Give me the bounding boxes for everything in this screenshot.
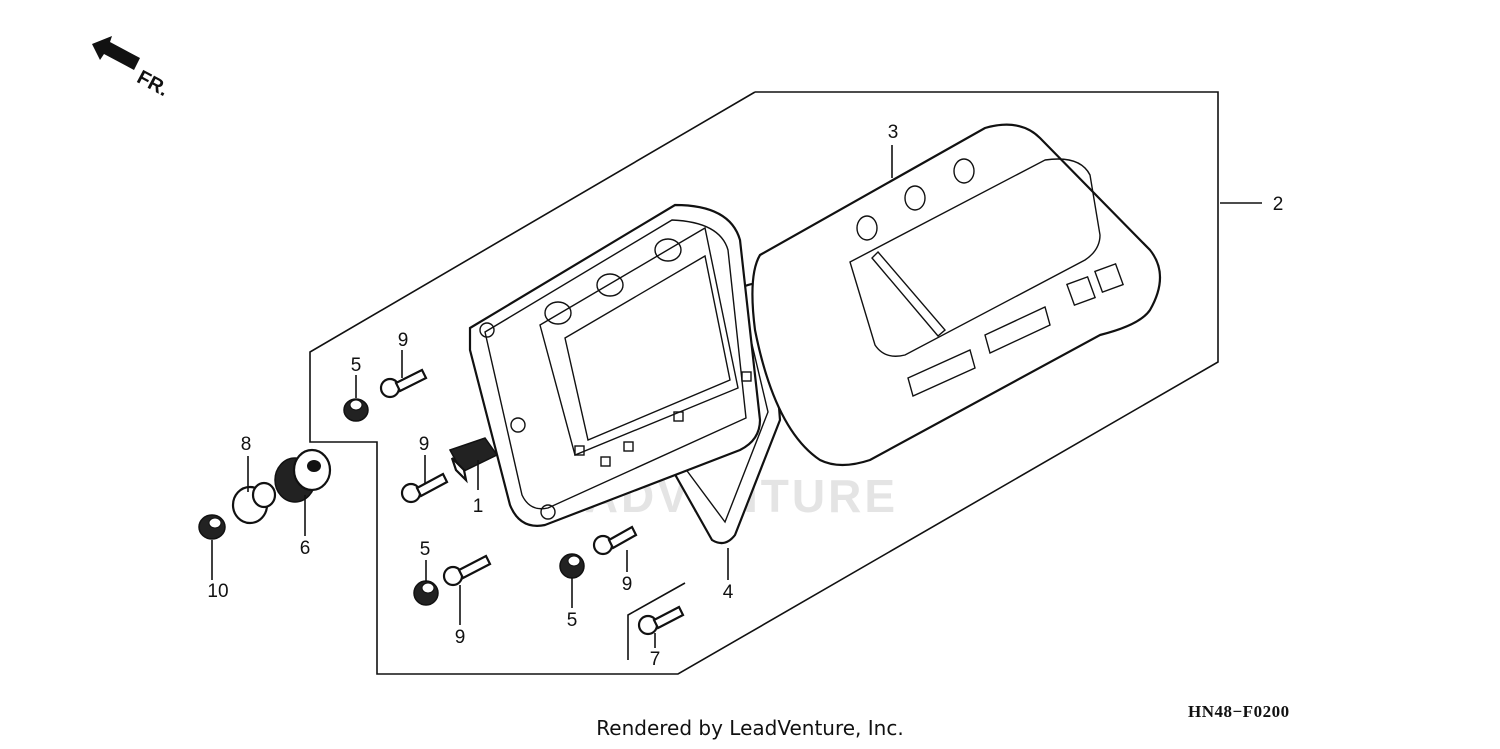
- screw-part-9-a: [379, 368, 428, 399]
- screw-part-9-c: [442, 554, 492, 587]
- screw-part-7: [627, 582, 686, 660]
- direction-label: FR.: [133, 66, 172, 101]
- callout-9-c: 9: [455, 627, 466, 648]
- leader-lines: [211, 145, 1262, 648]
- nut-part-5-top: [343, 398, 369, 422]
- callout-3: 3: [888, 122, 899, 143]
- callout-8: 8: [241, 434, 252, 455]
- callout-5-top: 5: [351, 355, 362, 376]
- callout-10: 10: [207, 581, 228, 602]
- collar-part-8: [231, 481, 277, 525]
- callout-9-d: 9: [622, 574, 633, 595]
- clip-part-1: [448, 437, 499, 484]
- callout-9-b: 9: [419, 434, 430, 455]
- callouts: 1 2 3 4 5 5 5 6 7 8 9 9 9 9 10: [207, 122, 1283, 670]
- callout-5-bottom-right: 5: [567, 610, 578, 631]
- rendered-by-footer: Rendered by LeadVenture, Inc.: [596, 716, 904, 740]
- meter-visor-part-3: [751, 123, 1161, 467]
- screw-part-9-b: [400, 472, 449, 504]
- grommet-part-6: [274, 448, 332, 503]
- nut-part-5-bottom-left: [413, 580, 439, 606]
- callout-6: 6: [300, 538, 311, 559]
- washer-part-10: [198, 514, 226, 540]
- callout-1: 1: [473, 496, 484, 517]
- meter-case: [468, 203, 762, 527]
- diagram-code: HN48−F0200: [1188, 702, 1290, 721]
- nut-part-5-bottom-right: [559, 553, 585, 579]
- screw-part-9-d: [592, 525, 638, 556]
- front-direction-arrow-icon: FR.: [92, 36, 172, 101]
- assembly-outline: [309, 91, 1219, 675]
- callout-7: 7: [650, 649, 661, 670]
- callout-2: 2: [1273, 194, 1284, 215]
- callout-5-bottom-left: 5: [420, 539, 431, 560]
- callout-9-a: 9: [398, 330, 409, 351]
- callout-4: 4: [723, 582, 734, 603]
